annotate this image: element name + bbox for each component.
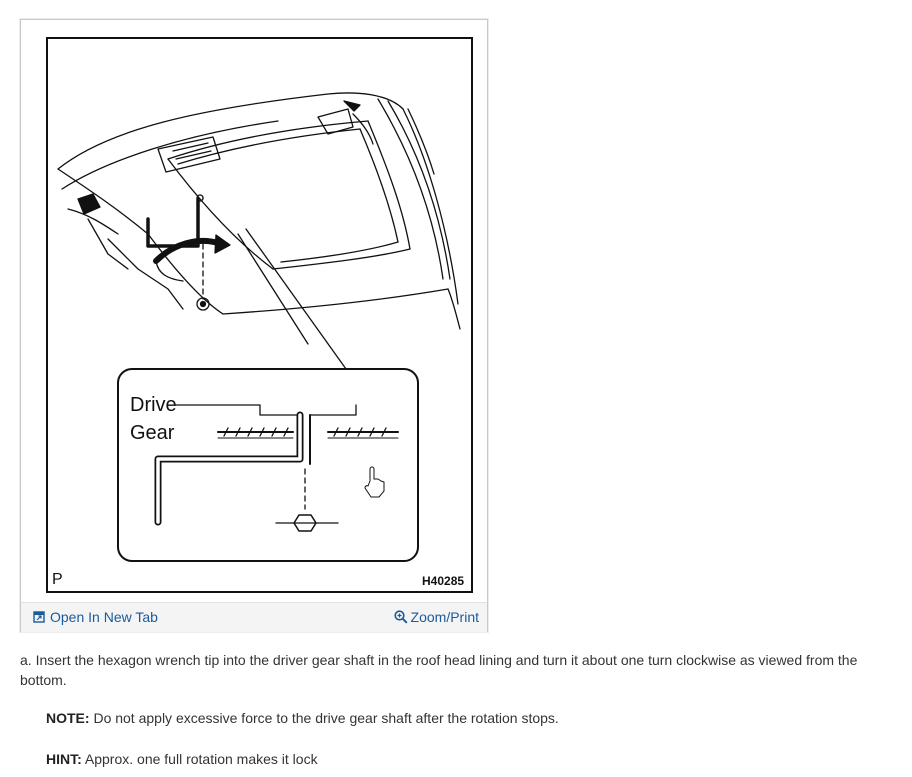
zoom-magnifier-icon (393, 610, 408, 624)
figure-card: Drive Gear P H40285 Open In New Tab Zoom… (20, 19, 488, 632)
note-label: NOTE: (46, 710, 90, 726)
zoom-print-label: Zoom/Print (410, 609, 479, 625)
figure-code: H40285 (422, 574, 464, 588)
figure-footer: Open In New Tab Zoom/Print (21, 602, 487, 632)
note-body: Do not apply excessive force to the driv… (89, 710, 559, 726)
callout-label-drive: Drive (130, 394, 177, 416)
open-in-new-tab-link[interactable]: Open In New Tab (33, 609, 158, 625)
callout-label-gear: Gear (130, 422, 175, 444)
zoom-print-link[interactable]: Zoom/Print (393, 609, 479, 625)
step-instruction: a. Insert the hexagon wrench tip into th… (20, 652, 858, 688)
hint-body: Approx. one full rotation makes it lock (81, 751, 318, 767)
open-in-new-tab-label: Open In New Tab (50, 609, 158, 625)
diagram-drawing: Drive Gear P H40285 (52, 92, 464, 588)
corner-letter: P (52, 571, 63, 588)
hint-label: HINT: (46, 751, 82, 767)
note-paragraph: NOTE: Do not apply excessive force to th… (46, 710, 559, 726)
hint-paragraph: HINT: Approx. one full rotation makes it… (46, 751, 318, 767)
open-in-new-tab-icon (33, 611, 45, 623)
sunroof-diagram: Drive Gear P H40285 (46, 37, 473, 593)
